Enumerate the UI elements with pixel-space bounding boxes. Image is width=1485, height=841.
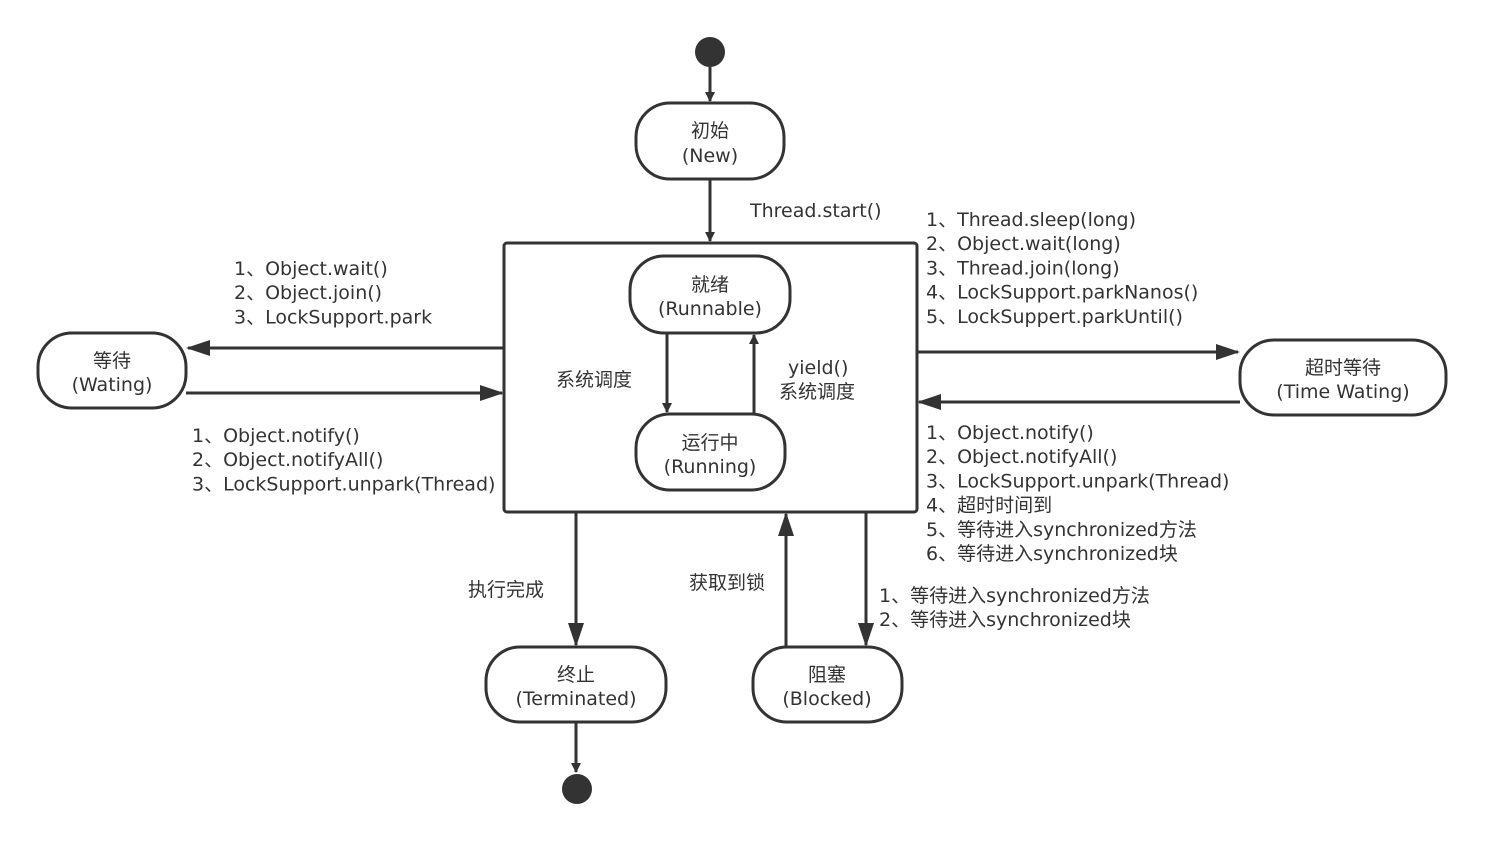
transition-line: 3、LockSupport.park (234, 306, 432, 328)
label-acquire-lock: 获取到锁 (689, 572, 765, 594)
transition-line: 1、Object.notify() (192, 425, 360, 447)
state-runnable: 就绪 (Runnable) (628, 254, 792, 335)
final-node (562, 774, 592, 804)
transition-line: 2、Object.join() (234, 282, 382, 304)
label-yield: yield() (788, 357, 848, 379)
state-runnable-en: (Runnable) (658, 298, 762, 320)
transition-line: 2、等待进入synchronized块 (879, 609, 1131, 631)
state-timed-name: 超时等待 (1305, 357, 1381, 379)
transition-line: 4、超时时间到 (926, 495, 1052, 517)
state-waiting-name: 等待 (93, 350, 131, 372)
initial-node (695, 37, 725, 67)
transition-line: 5、LockSuppert.parkUntil() (926, 306, 1183, 328)
label-finish: 执行完成 (468, 579, 544, 601)
transition-line: 2、Object.notifyAll() (192, 449, 383, 471)
state-terminated-name: 终止 (557, 664, 595, 686)
label-from-timed: 1、Object.notify()2、Object.notifyAll()3、L… (926, 422, 1229, 565)
transition-line: 2、Object.notifyAll() (926, 446, 1117, 468)
transition-line: 1、Object.wait() (234, 258, 388, 280)
state-blocked-en: (Blocked) (782, 688, 871, 710)
state-timed-en: (Time Wating) (1276, 381, 1409, 403)
label-to-timed: 1、Thread.sleep(long)2、Object.wait(long)3… (926, 209, 1198, 328)
transition-line: 1、Thread.sleep(long) (926, 209, 1136, 231)
state-new-en: (New) (682, 145, 738, 167)
label-from-waiting: 1、Object.notify()2、Object.notifyAll()3、L… (192, 425, 495, 495)
label-yield-schedule: 系统调度 (779, 381, 855, 403)
transition-line: 5、等待进入synchronized方法 (926, 519, 1197, 541)
state-running-en: (Running) (664, 456, 757, 478)
label-schedule: 系统调度 (556, 369, 632, 391)
transition-line: 3、Thread.join(long) (926, 257, 1120, 279)
state-terminated-en: (Terminated) (515, 688, 636, 710)
alive-container (502, 241, 919, 514)
state-blocked-name: 阻塞 (808, 664, 846, 686)
state-waiting-en: (Wating) (72, 374, 153, 396)
transition-line: 3、LockSupport.unpark(Thread) (192, 473, 495, 495)
transition-line: 6、等待进入synchronized块 (926, 543, 1178, 565)
transition-line: 1、Object.notify() (926, 422, 1094, 444)
label-start: Thread.start() (749, 200, 882, 222)
state-new: 初始 (New) (634, 101, 786, 181)
transition-line: 3、LockSupport.unpark(Thread) (926, 470, 1229, 492)
state-running-name: 运行中 (681, 432, 738, 454)
label-to-waiting: 1、Object.wait()2、Object.join()3、LockSupp… (234, 258, 432, 328)
state-waiting: 等待 (Wating) (36, 331, 188, 410)
state-timed-waiting: 超时等待 (Time Wating) (1238, 338, 1448, 417)
transition-line: 4、LockSupport.parkNanos() (926, 282, 1198, 304)
transition-line: 2、Object.wait(long) (926, 233, 1121, 255)
state-running: 运行中 (Running) (634, 412, 787, 492)
state-new-name: 初始 (691, 120, 729, 142)
state-runnable-name: 就绪 (691, 274, 729, 296)
state-blocked: 阻塞 (Blocked) (751, 645, 904, 724)
state-terminated: 终止 (Terminated) (484, 645, 668, 724)
transition-line: 1、等待进入synchronized方法 (879, 585, 1150, 607)
